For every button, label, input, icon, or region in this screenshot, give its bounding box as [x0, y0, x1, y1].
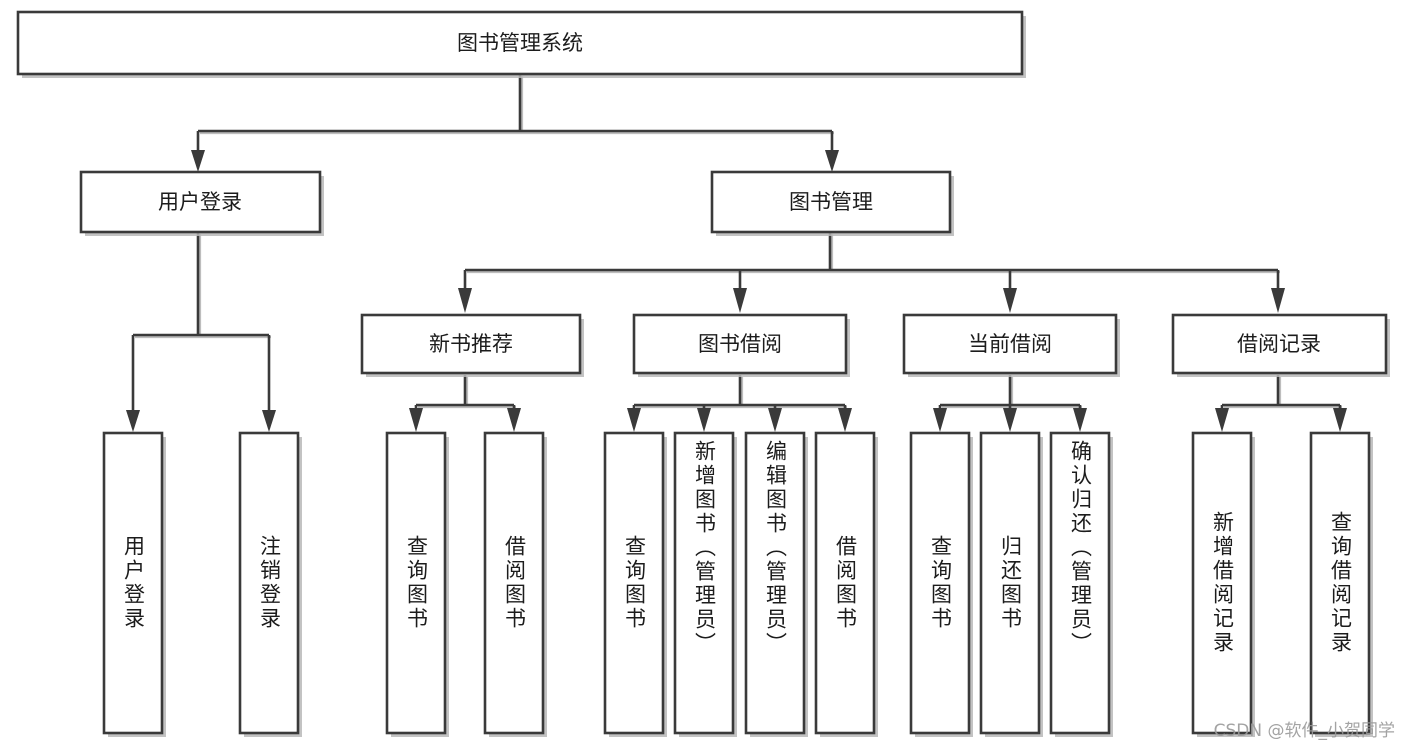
book-manage-bus-shadow — [467, 234, 1280, 274]
node-leaf-bb-query[interactable] — [603, 431, 665, 735]
arrow-to-leaf-bb-query — [627, 408, 641, 432]
arrow-to-leaf-bb-edit — [768, 408, 782, 432]
current-borrow-bus-shadow — [942, 377, 1082, 409]
new-book-bus-shadow — [418, 377, 516, 409]
node-user-login[interactable] — [79, 170, 322, 234]
label-borrow-record: 借阅记录 — [1237, 332, 1321, 356]
new-book-to-leaves-connector — [414, 375, 516, 412]
node-leaf-cb-query[interactable] — [909, 431, 971, 735]
arrow-to-book-borrow — [733, 288, 747, 313]
label-root: 图书管理系统 — [457, 31, 583, 55]
node-leaf-user-login[interactable] — [102, 431, 164, 735]
label-new-book: 新书推荐 — [429, 332, 513, 356]
node-box-layer — [16, 10, 1388, 735]
label-user-login: 用户登录 — [158, 190, 242, 214]
user-login-to-leaves-connector — [131, 232, 271, 412]
arrow-to-leaf-cb-query — [933, 408, 947, 432]
node-borrow-record[interactable] — [1171, 313, 1388, 375]
node-root[interactable] — [16, 10, 1024, 76]
arrow-to-user-login — [191, 150, 205, 172]
user-login-bus-shadow — [135, 234, 271, 339]
root-bus-shadow — [200, 76, 834, 135]
borrow-record-to-leaves-connector — [1220, 375, 1342, 412]
horizontal-label-layer: 图书管理系统 用户登录 图书管理 新书推荐 图书借阅 当前借阅 借阅记录 — [158, 31, 1321, 356]
book-borrow-bus-shadow — [636, 377, 847, 409]
arrow-to-borrow-record — [1271, 288, 1285, 313]
arrow-to-leaf-br-add — [1215, 408, 1229, 432]
arrow-to-leaf-bb-borrow — [838, 408, 852, 432]
node-current-borrow[interactable] — [902, 313, 1118, 375]
arrow-to-leaf-nb-query — [409, 408, 423, 432]
arrow-to-new-book — [458, 288, 472, 313]
node-leaf-br-query[interactable] — [1309, 431, 1371, 735]
arrow-to-leaf-user-login — [126, 410, 140, 432]
arrow-to-current-borrow — [1003, 288, 1017, 313]
arrow-to-leaf-cb-return — [1003, 408, 1017, 432]
node-leaf-bb-edit[interactable] — [744, 431, 806, 735]
root-to-level2-connector — [196, 74, 834, 152]
node-leaf-nb-query[interactable] — [385, 431, 447, 735]
arrow-to-leaf-br-query — [1333, 408, 1347, 432]
node-leaf-cb-return[interactable] — [979, 431, 1041, 735]
arrow-to-leaf-bb-add — [697, 408, 711, 432]
arrow-to-book-manage — [825, 150, 839, 172]
connector-layer — [126, 74, 1347, 432]
node-leaf-br-add[interactable] — [1191, 431, 1253, 735]
node-leaf-bb-borrow[interactable] — [814, 431, 876, 735]
node-leaf-nb-borrow[interactable] — [483, 431, 545, 735]
arrow-to-leaf-cb-confirm — [1073, 408, 1087, 432]
borrow-record-bus-shadow — [1224, 377, 1342, 409]
watermark-text: CSDN @软件_小贺同学 — [1213, 721, 1395, 741]
node-leaf-logout[interactable] — [238, 431, 300, 735]
label-book-manage: 图书管理 — [789, 190, 873, 214]
arrow-to-leaf-logout — [262, 410, 276, 432]
node-leaf-bb-add[interactable] — [673, 431, 735, 735]
book-manage-to-level3-connector — [463, 232, 1280, 290]
label-book-borrow: 图书借阅 — [698, 332, 782, 356]
label-current-borrow: 当前借阅 — [968, 332, 1052, 356]
node-book-borrow[interactable] — [632, 313, 848, 375]
node-book-manage[interactable] — [710, 170, 952, 234]
node-new-book[interactable] — [360, 313, 582, 375]
arrow-to-leaf-nb-borrow — [507, 408, 521, 432]
node-leaf-cb-confirm[interactable] — [1049, 431, 1111, 735]
